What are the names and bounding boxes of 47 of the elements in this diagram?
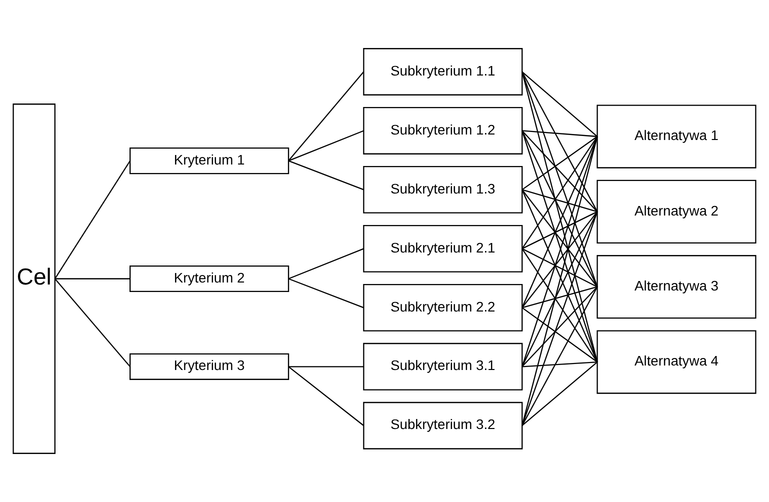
connector <box>522 136 598 426</box>
node-box: Subkryterium 1.3 <box>363 166 523 214</box>
connector <box>522 72 598 362</box>
connector <box>522 71 598 212</box>
node-box: Cel <box>12 104 56 454</box>
connector <box>288 71 364 162</box>
connector <box>54 278 130 280</box>
node-box: Alternatywa 3 <box>596 255 756 319</box>
connector <box>522 211 598 250</box>
connector <box>522 361 598 368</box>
connector <box>54 278 131 368</box>
connector <box>288 248 364 280</box>
connector <box>522 72 598 288</box>
connector <box>522 248 598 288</box>
node-box: Subkryterium 3.2 <box>363 402 523 450</box>
node-box: Subkryterium 1.2 <box>363 107 523 154</box>
connector <box>54 160 131 280</box>
connector <box>522 211 598 426</box>
node-box: Kryterium 1 <box>130 148 290 174</box>
node-box: Subkryterium 2.1 <box>363 224 523 272</box>
connector <box>522 362 598 426</box>
connector <box>288 160 364 190</box>
node-box: Subkryterium 1.1 <box>363 48 523 96</box>
node-box: Subkryterium 2.2 <box>363 284 523 332</box>
node-box: Alternatywa 1 <box>596 104 756 168</box>
connector <box>522 307 598 362</box>
connector <box>288 366 364 368</box>
connector <box>522 136 598 190</box>
connector <box>522 189 598 288</box>
connector <box>288 278 364 308</box>
connector <box>522 130 598 212</box>
node-box: Kryterium 3 <box>130 353 290 380</box>
connector <box>522 286 598 368</box>
connector <box>288 366 364 426</box>
node-box: Subkryterium 3.1 <box>363 342 523 390</box>
node-box: Kryterium 2 <box>130 265 290 292</box>
connector <box>522 130 598 138</box>
connector <box>522 211 598 308</box>
connector <box>522 189 598 212</box>
connector <box>522 248 598 362</box>
connector <box>522 71 598 137</box>
connector <box>522 286 598 308</box>
node-box: Alternatywa 2 <box>596 180 756 244</box>
node-box: Alternatywa 4 <box>596 330 756 394</box>
connector <box>522 136 598 249</box>
connector <box>522 286 598 426</box>
connector <box>288 130 364 162</box>
